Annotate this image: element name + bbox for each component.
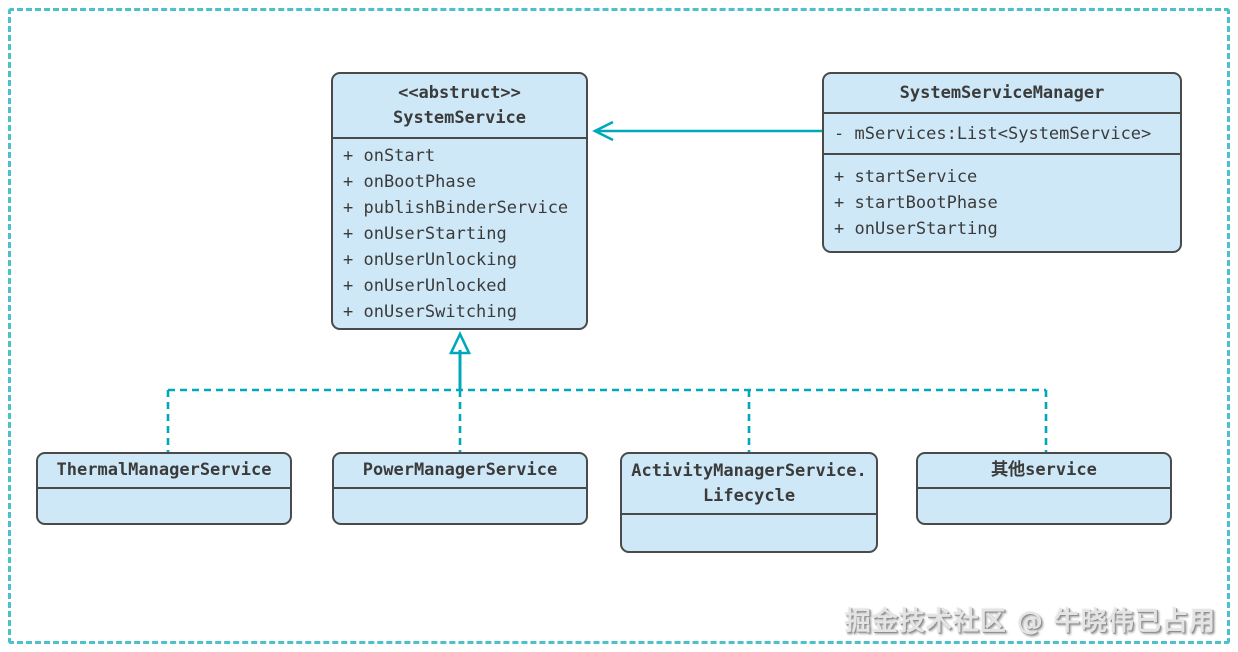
generalization-lines xyxy=(166,330,1048,452)
attributes-section: - mServices:List<SystemService> xyxy=(824,114,1180,155)
method-row: + publishBinderService xyxy=(343,198,569,218)
class-title: <<abstruct>> SystemService xyxy=(333,74,586,139)
class-box-systemservicemanager: SystemServiceManager - mServices:List<Sy… xyxy=(822,72,1182,253)
methods-section: + startService + startBootPhase + onUser… xyxy=(824,155,1180,246)
association-line xyxy=(592,120,822,142)
open-arrowhead-icon xyxy=(592,120,614,142)
class-title: ThermalManagerService xyxy=(38,454,290,489)
method-row: + startBootPhase xyxy=(834,193,998,213)
class-name: 其他service xyxy=(991,460,1097,480)
class-name: SystemServiceManager xyxy=(899,82,1105,103)
class-box-thermalmanagerservice: ThermalManagerService xyxy=(36,452,292,525)
method-row: + onStart xyxy=(343,146,436,166)
method-row: + onUserUnlocking xyxy=(343,250,517,270)
class-stereotype: <<abstruct>> xyxy=(398,82,521,103)
class-name: SystemService xyxy=(392,107,527,128)
class-box-other-service: 其他service xyxy=(916,452,1172,525)
method-row: + onUserUnlocked xyxy=(343,276,507,296)
watermark-text: 掘金技术社区 @ 牛晓伟已占用 xyxy=(844,607,1216,637)
method-row: + onUserStarting xyxy=(343,224,507,244)
class-name: PowerManagerService xyxy=(362,460,558,480)
class-title: SystemServiceManager xyxy=(824,74,1180,114)
class-title: 其他service xyxy=(918,454,1170,489)
class-title: PowerManagerService xyxy=(334,454,586,489)
method-row: + startService xyxy=(834,167,978,187)
method-row: + onUserStarting xyxy=(834,219,998,239)
class-box-activitymanagerservice-lifecycle: ActivityManagerService. Lifecycle xyxy=(620,452,878,553)
class-box-systemservice: <<abstruct>> SystemService + onStart + o… xyxy=(331,72,588,330)
class-box-powermanagerservice: PowerManagerService xyxy=(332,452,588,525)
empty-section xyxy=(918,489,1170,497)
empty-section xyxy=(622,515,876,523)
methods-section: + onStart + onBootPhase + publishBinderS… xyxy=(333,139,586,328)
class-title: ActivityManagerService. Lifecycle xyxy=(622,454,876,515)
method-row: + onBootPhase xyxy=(343,172,477,192)
generalization-arrowhead-icon xyxy=(448,330,472,355)
class-name: ThermalManagerService xyxy=(56,460,272,480)
method-row: + onUserSwitching xyxy=(343,302,517,322)
empty-section xyxy=(334,489,586,497)
empty-section xyxy=(38,489,290,497)
attribute-row: - mServices:List<SystemService> xyxy=(834,123,1152,144)
class-name: ActivityManagerService. Lifecycle xyxy=(631,460,867,506)
